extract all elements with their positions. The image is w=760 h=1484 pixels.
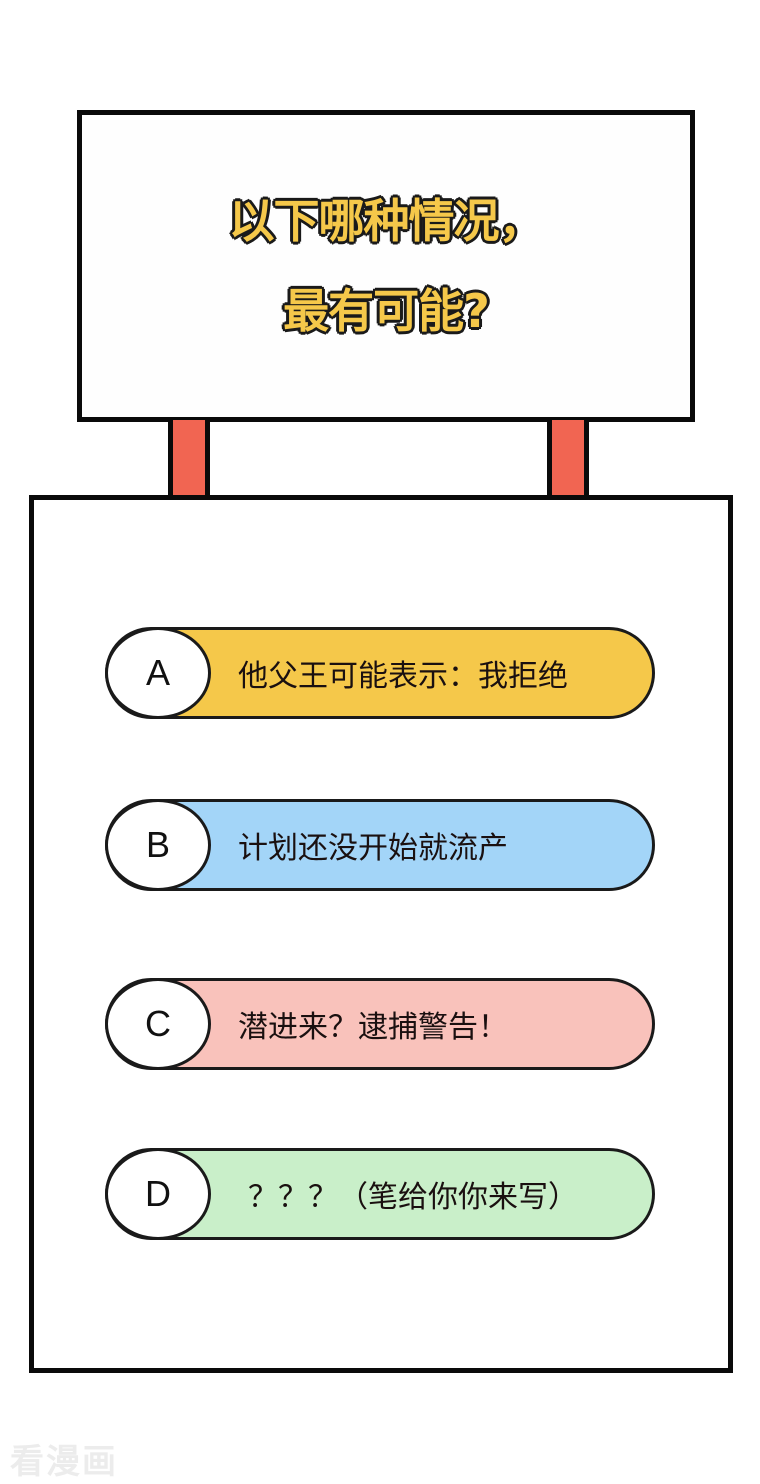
option-a-text: 他父王可能表示：我拒绝 bbox=[238, 659, 568, 694]
sign-post-right bbox=[547, 420, 589, 497]
watermark-logo: 看漫画 bbox=[10, 1442, 118, 1482]
sign-post-left bbox=[168, 420, 210, 497]
option-c-text: 潜进来？逮捕警告！ bbox=[238, 1010, 508, 1045]
option-c-letter-badge: C bbox=[105, 978, 211, 1070]
option-d-letter-badge: D bbox=[105, 1148, 211, 1240]
option-a-letter-badge: A bbox=[105, 627, 211, 719]
option-c[interactable]: C 潜进来？逮捕警告！ bbox=[105, 978, 655, 1070]
option-b-letter-badge: B bbox=[105, 799, 211, 891]
option-d[interactable]: D ？？？（笔给你你来写） bbox=[105, 1148, 655, 1240]
option-b-text: 计划还没开始就流产 bbox=[238, 831, 508, 866]
question-title-line-2: 最有可能? bbox=[282, 284, 491, 338]
option-d-text: ？？？（笔给你你来写） bbox=[248, 1180, 578, 1215]
question-title-line-1: 以下哪种情况， bbox=[228, 194, 546, 248]
question-sign: 以下哪种情况， 最有可能? bbox=[77, 110, 695, 422]
option-b[interactable]: B 计划还没开始就流产 bbox=[105, 799, 655, 891]
option-a[interactable]: A 他父王可能表示：我拒绝 bbox=[105, 627, 655, 719]
